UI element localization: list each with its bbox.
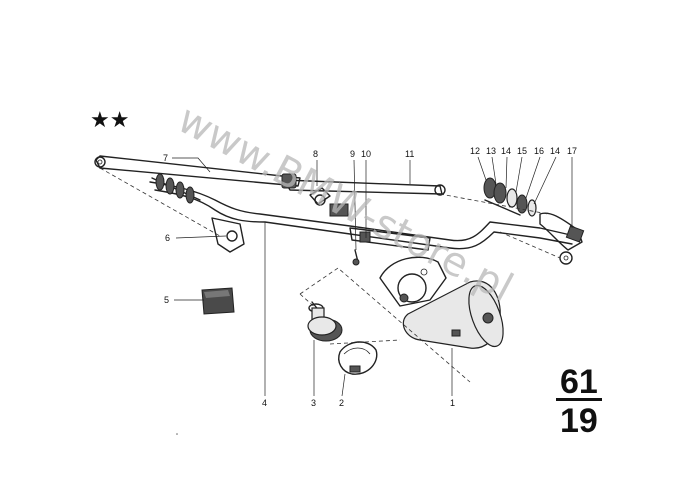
callout-14b: 14 [550,146,560,156]
callout-3: 3 [311,398,316,408]
group-number-bottom: 19 [560,402,598,440]
callout-6: 6 [165,233,170,243]
callout-4: 4 [262,398,267,408]
callout-16: 16 [534,146,544,156]
callout-2: 2 [339,398,344,408]
callout-14a: 14 [501,146,511,156]
gear-cover [338,341,378,375]
foam-pad [201,287,235,315]
callout-labels: 7 8 9 10 11 12 13 14 15 16 14 17 6 5 4 3… [163,146,577,408]
callout-12: 12 [470,146,480,156]
wiper-motor [299,256,504,383]
callout-10: 10 [361,149,371,159]
speck [176,433,178,435]
callout-17: 17 [567,146,577,156]
callout-15: 15 [517,146,527,156]
gear-part [307,301,343,342]
wiper-linkage [94,155,585,266]
callout-7: 7 [163,153,168,163]
group-number-top: 61 [560,363,598,401]
stars-marker: ★★ [90,108,129,133]
callout-9: 9 [350,149,355,159]
callout-8: 8 [313,149,318,159]
callout-11: 11 [405,149,414,159]
callout-13: 13 [486,146,496,156]
group-number: 61 19 [556,363,602,440]
group-number-divider [556,398,602,401]
leader-lines [172,156,573,397]
callout-5: 5 [164,295,169,305]
callout-1: 1 [450,398,455,408]
